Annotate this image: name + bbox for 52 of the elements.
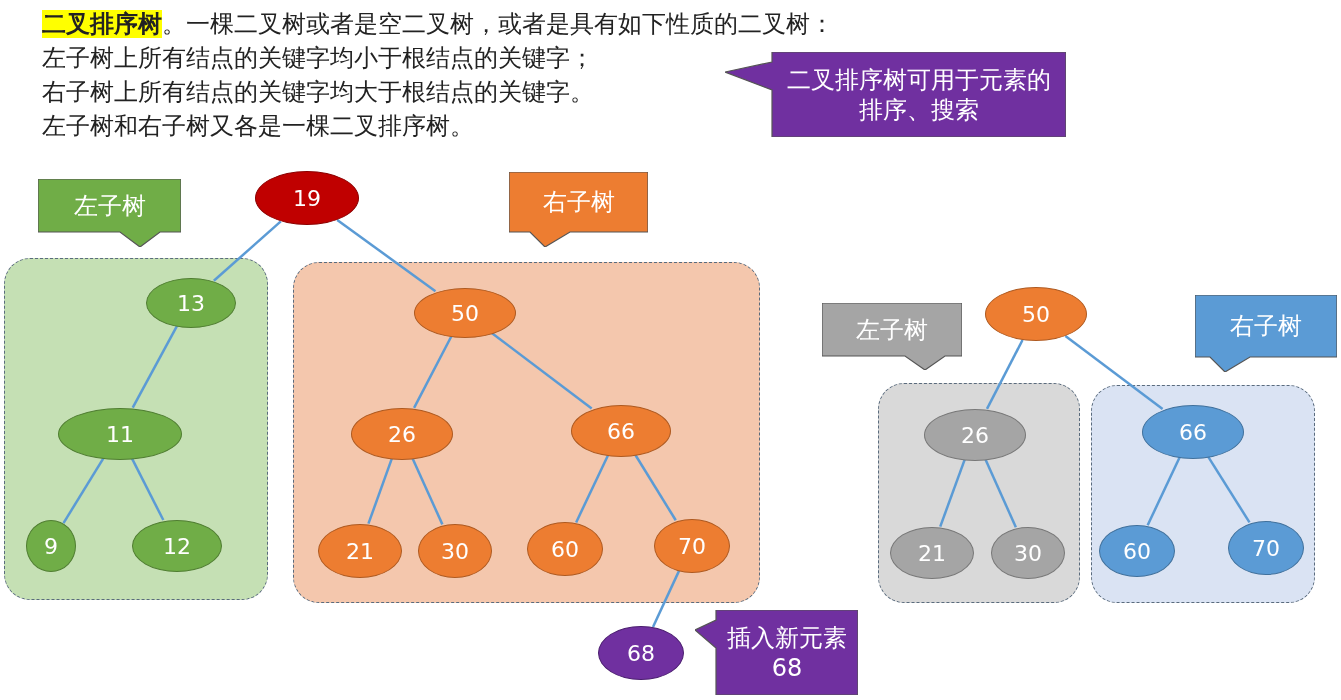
tree-edge [984,458,1017,528]
tree-node: 19 [255,171,359,225]
tree-node: 9 [26,520,76,572]
tree-node: 21 [318,524,402,578]
subtree-region [1091,385,1315,603]
tree-edge [62,457,105,524]
tree-node: 13 [146,278,236,328]
tree-edge [130,457,165,521]
tree-edge [491,332,593,410]
tree-node: 70 [1228,521,1304,575]
speech-bubble: 右子树 [509,172,648,247]
text-line: 左子树上所有结点的关键字均小于根结点的关键字； [42,43,594,74]
speech-bubble: 右子树 [1195,295,1337,372]
tree-edge [651,570,681,628]
speech-bubble: 左子树 [822,303,962,370]
tree-node: 26 [351,408,453,460]
tree-node: 60 [1099,525,1175,577]
tree-node: 70 [654,519,730,573]
speech-bubble: 二叉排序树可用于元素的排序、搜索 [725,52,1066,137]
speech-bubble: 左子树 [38,179,181,247]
tree-node: 66 [1142,405,1244,459]
tree-edge [575,454,610,523]
text-line: 右子树上所有结点的关键字均大于根结点的关键字。 [42,77,594,108]
tree-edge [412,335,453,409]
tree-edge [367,458,393,525]
tree-edge [1064,335,1164,410]
tree-edge [213,220,282,282]
tree-node: 11 [58,408,182,460]
tree-edge [985,339,1024,410]
tree-node: 26 [924,409,1026,461]
tree-edge [1146,456,1181,526]
tree-edge [634,454,677,521]
tree-node: 12 [132,520,222,572]
tree-node: 21 [890,527,974,579]
tree-edge [336,218,437,293]
tree-edge [411,457,444,525]
tree-node: 30 [991,527,1065,579]
text-line: 左子树和右子树又各是一棵二叉排序树。 [42,111,474,142]
tree-node: 66 [571,405,671,457]
tree-edge [1207,455,1251,523]
tree-node: 50 [985,287,1087,341]
subtree-region [878,383,1080,603]
subtree-region [4,258,268,600]
subtree-region [293,262,760,603]
tree-node: 30 [418,524,492,578]
speech-bubble: 插入新元素68 [695,610,858,695]
tree-edge [939,459,966,528]
tree-node: 60 [527,522,603,576]
tree-node: 50 [414,288,516,338]
tree-node: 68 [598,626,684,680]
text-line: 二叉排序树。一棵二叉树或者是空二叉树，或者是具有如下性质的二叉树： [42,9,834,40]
tree-edge [131,325,179,409]
